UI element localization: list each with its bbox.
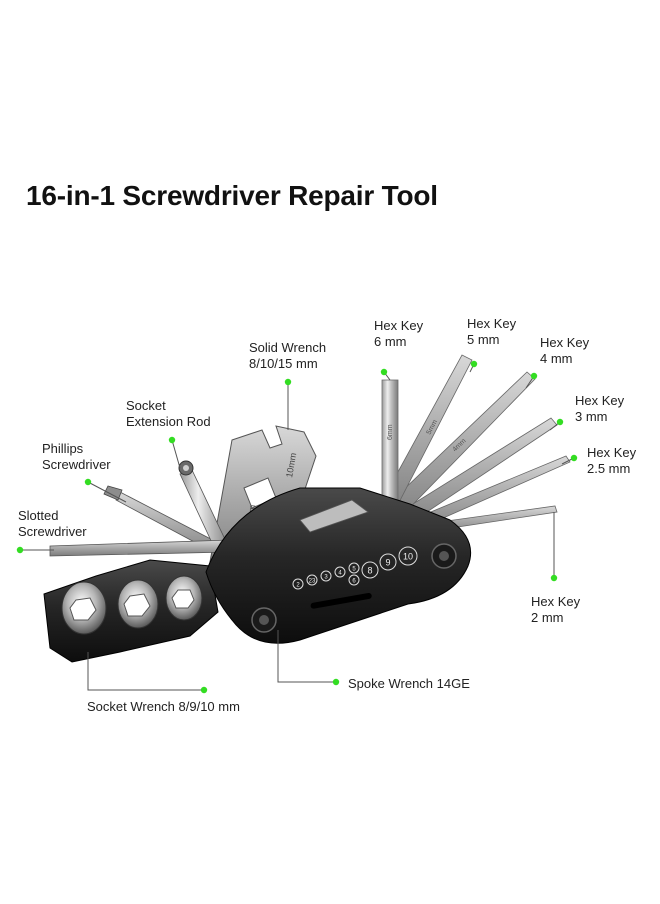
spoke-ring-23 [306,574,318,586]
spoke-size-23: 23 [309,579,316,585]
spoke-ring-10 [398,546,418,566]
spoke-size-8: 8 [367,566,372,576]
dot-slotted [16,546,24,554]
spoke-size-6: 6 [352,579,356,585]
spoke-size-3: 3 [324,575,328,581]
leader-socket-rod [171,439,181,469]
label-hex-key-2mm: Hex Key 2 mm [531,594,581,625]
slotted-screwdriver-bit [49,539,231,557]
dot-hex5 [470,360,478,368]
dot-socket-rod [168,436,176,444]
leader-lines [20,363,575,691]
spoke-ring-6 [348,574,360,586]
dot-hex2 [550,574,558,582]
leader-socket-wrench [87,652,204,691]
label-hex-key-4mm: Hex Key 4 mm [540,335,590,366]
spoke-size-2: 2 [296,583,300,589]
label-socket-extension-rod: Socket Extension Rod [126,398,211,429]
marker-dots [16,360,578,694]
leader-phillips [87,481,127,503]
dot-hex25 [570,454,578,462]
dot-hex3 [556,418,564,426]
spoke-ring-4 [334,566,346,578]
dot-hex6 [380,368,388,376]
spoke-ring-8 [361,561,379,579]
spoke-wrench-sizes: 2 23 3 4 5 6 8 9 10 [292,546,418,590]
wrench-10mm-engraving: 10mm [284,452,298,478]
page-title: 16-in-1 Screwdriver Repair Tool [26,180,438,211]
dot-solid-wrench [284,378,292,386]
label-spoke-wrench: Spoke Wrench 14GE [348,676,470,691]
dot-socket-wrench [200,686,208,694]
spoke-size-4: 4 [338,571,342,577]
leader-spoke [277,630,336,683]
tool-body [205,487,472,644]
spoke-size-9: 9 [385,558,390,568]
dot-spoke [332,678,340,686]
hex-key-6mm: 6mm [381,379,399,516]
label-slotted-screwdriver: Slotted Screwdriver [18,508,87,539]
dot-phillips [84,478,92,486]
hex-6mm-engraving: 6mm [387,424,394,440]
spoke-size-5: 5 [352,567,356,573]
spoke-ring-5 [348,562,360,574]
label-hex-key-6mm: Hex Key 6 mm [374,318,424,349]
label-hex-key-3mm: Hex Key 3 mm [575,393,625,424]
label-solid-wrench: Solid Wrench 8/10/15 mm [249,340,327,371]
label-hex-key-2-5mm: Hex Key 2.5 mm [587,445,637,476]
spoke-ring-9 [379,553,397,571]
spoke-ring-2 [292,578,304,590]
label-hex-key-5mm: Hex Key 5 mm [467,316,517,347]
spoke-size-10: 10 [403,552,413,562]
spoke-ring-3 [320,570,332,582]
socket-extension-rod [178,460,233,561]
label-phillips-screwdriver: Phillips Screwdriver [42,441,111,472]
label-socket-wrench: Socket Wrench 8/9/10 mm [87,699,240,714]
socket-wrench-holder [43,559,219,663]
dot-hex4 [530,372,538,380]
